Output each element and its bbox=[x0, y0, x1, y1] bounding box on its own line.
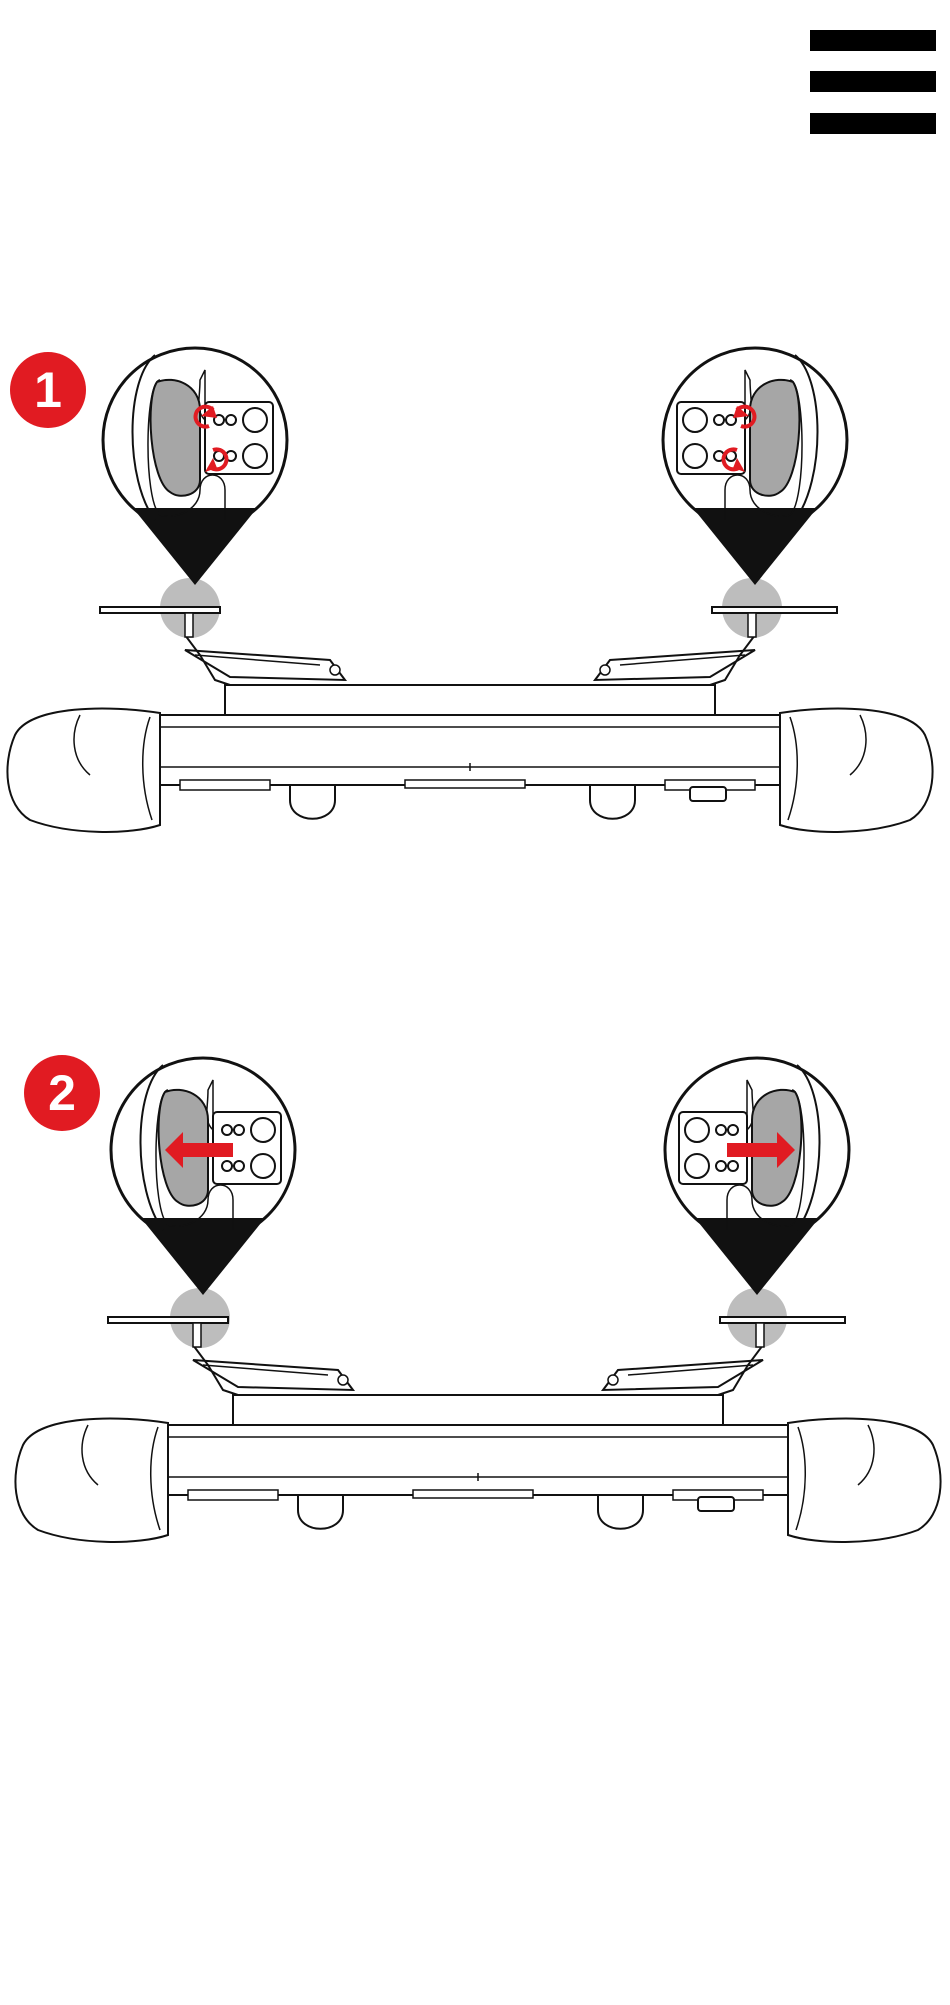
svg-text:1: 1 bbox=[34, 362, 62, 418]
menu-bar-bottom bbox=[810, 113, 936, 134]
menu-bar-middle bbox=[810, 71, 936, 92]
svg-text:2: 2 bbox=[48, 1065, 76, 1121]
step-1-panel: 1 bbox=[0, 345, 950, 905]
magnifier-left bbox=[111, 1058, 295, 1295]
device-illustration bbox=[7, 607, 932, 832]
magnifier-right bbox=[663, 348, 847, 585]
hamburger-menu-button[interactable] bbox=[810, 30, 936, 134]
device-illustration bbox=[15, 1317, 940, 1542]
menu-bar-top bbox=[810, 30, 936, 51]
magnifier-left bbox=[103, 348, 287, 585]
step-number-badge: 1 bbox=[10, 352, 86, 428]
magnifier-right bbox=[665, 1058, 849, 1295]
step-number-badge: 2 bbox=[24, 1055, 100, 1131]
step-2-panel: 2 bbox=[0, 1055, 950, 1615]
